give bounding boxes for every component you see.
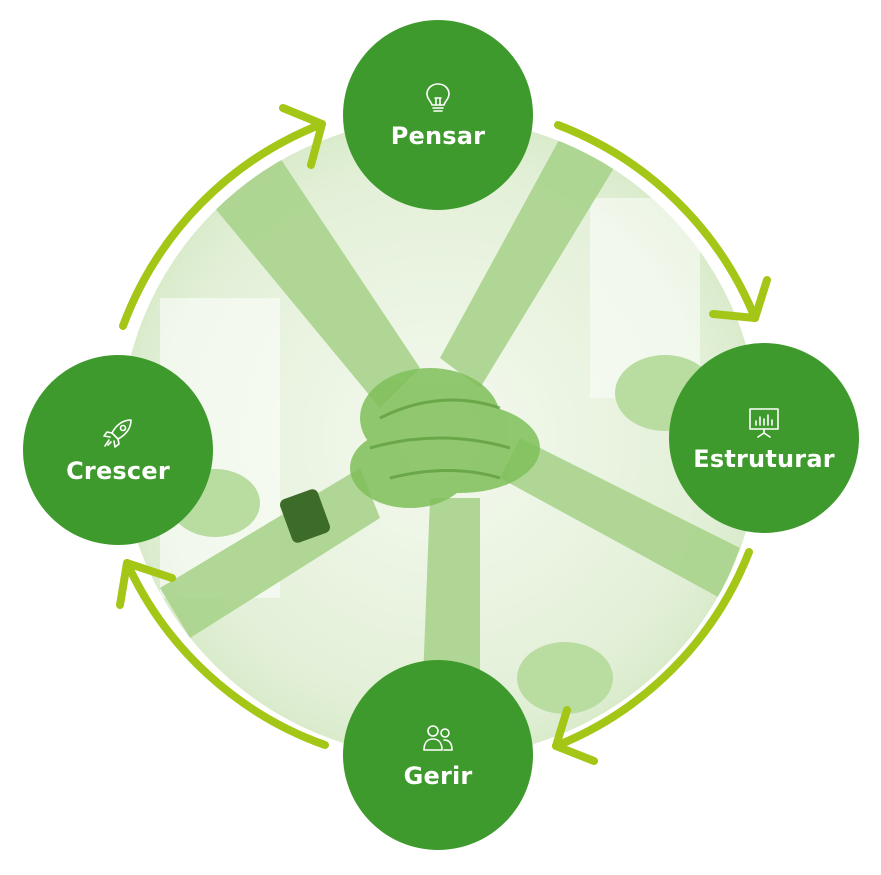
step-crescer: Crescer <box>23 355 213 545</box>
arrow-head-estruturar <box>709 276 771 322</box>
arrow-head-gerir <box>552 706 598 765</box>
people-icon <box>423 725 453 751</box>
team-hands-photo <box>120 118 760 758</box>
arrow-pensar-to-estruturar <box>554 121 759 322</box>
arrow-head-pensar <box>279 104 326 169</box>
arrow-estruturar-to-gerir <box>552 548 753 750</box>
step-gerir: Gerir <box>343 660 533 850</box>
rocket-icon <box>103 419 132 448</box>
arrow-gerir-to-crescer <box>123 559 329 749</box>
step-label: Gerir <box>403 762 473 790</box>
arrow-crescer-to-pensar <box>119 120 326 330</box>
step-estruturar: Estruturar <box>669 343 859 533</box>
step-label: Pensar <box>390 122 486 150</box>
step-label: Estruturar <box>693 445 835 473</box>
presentation-board-icon <box>749 408 779 438</box>
arrow-head-crescer <box>116 559 176 609</box>
lightbulb-icon <box>426 83 450 112</box>
step-pensar: Pensar <box>343 20 533 210</box>
step-label: Crescer <box>66 457 170 485</box>
